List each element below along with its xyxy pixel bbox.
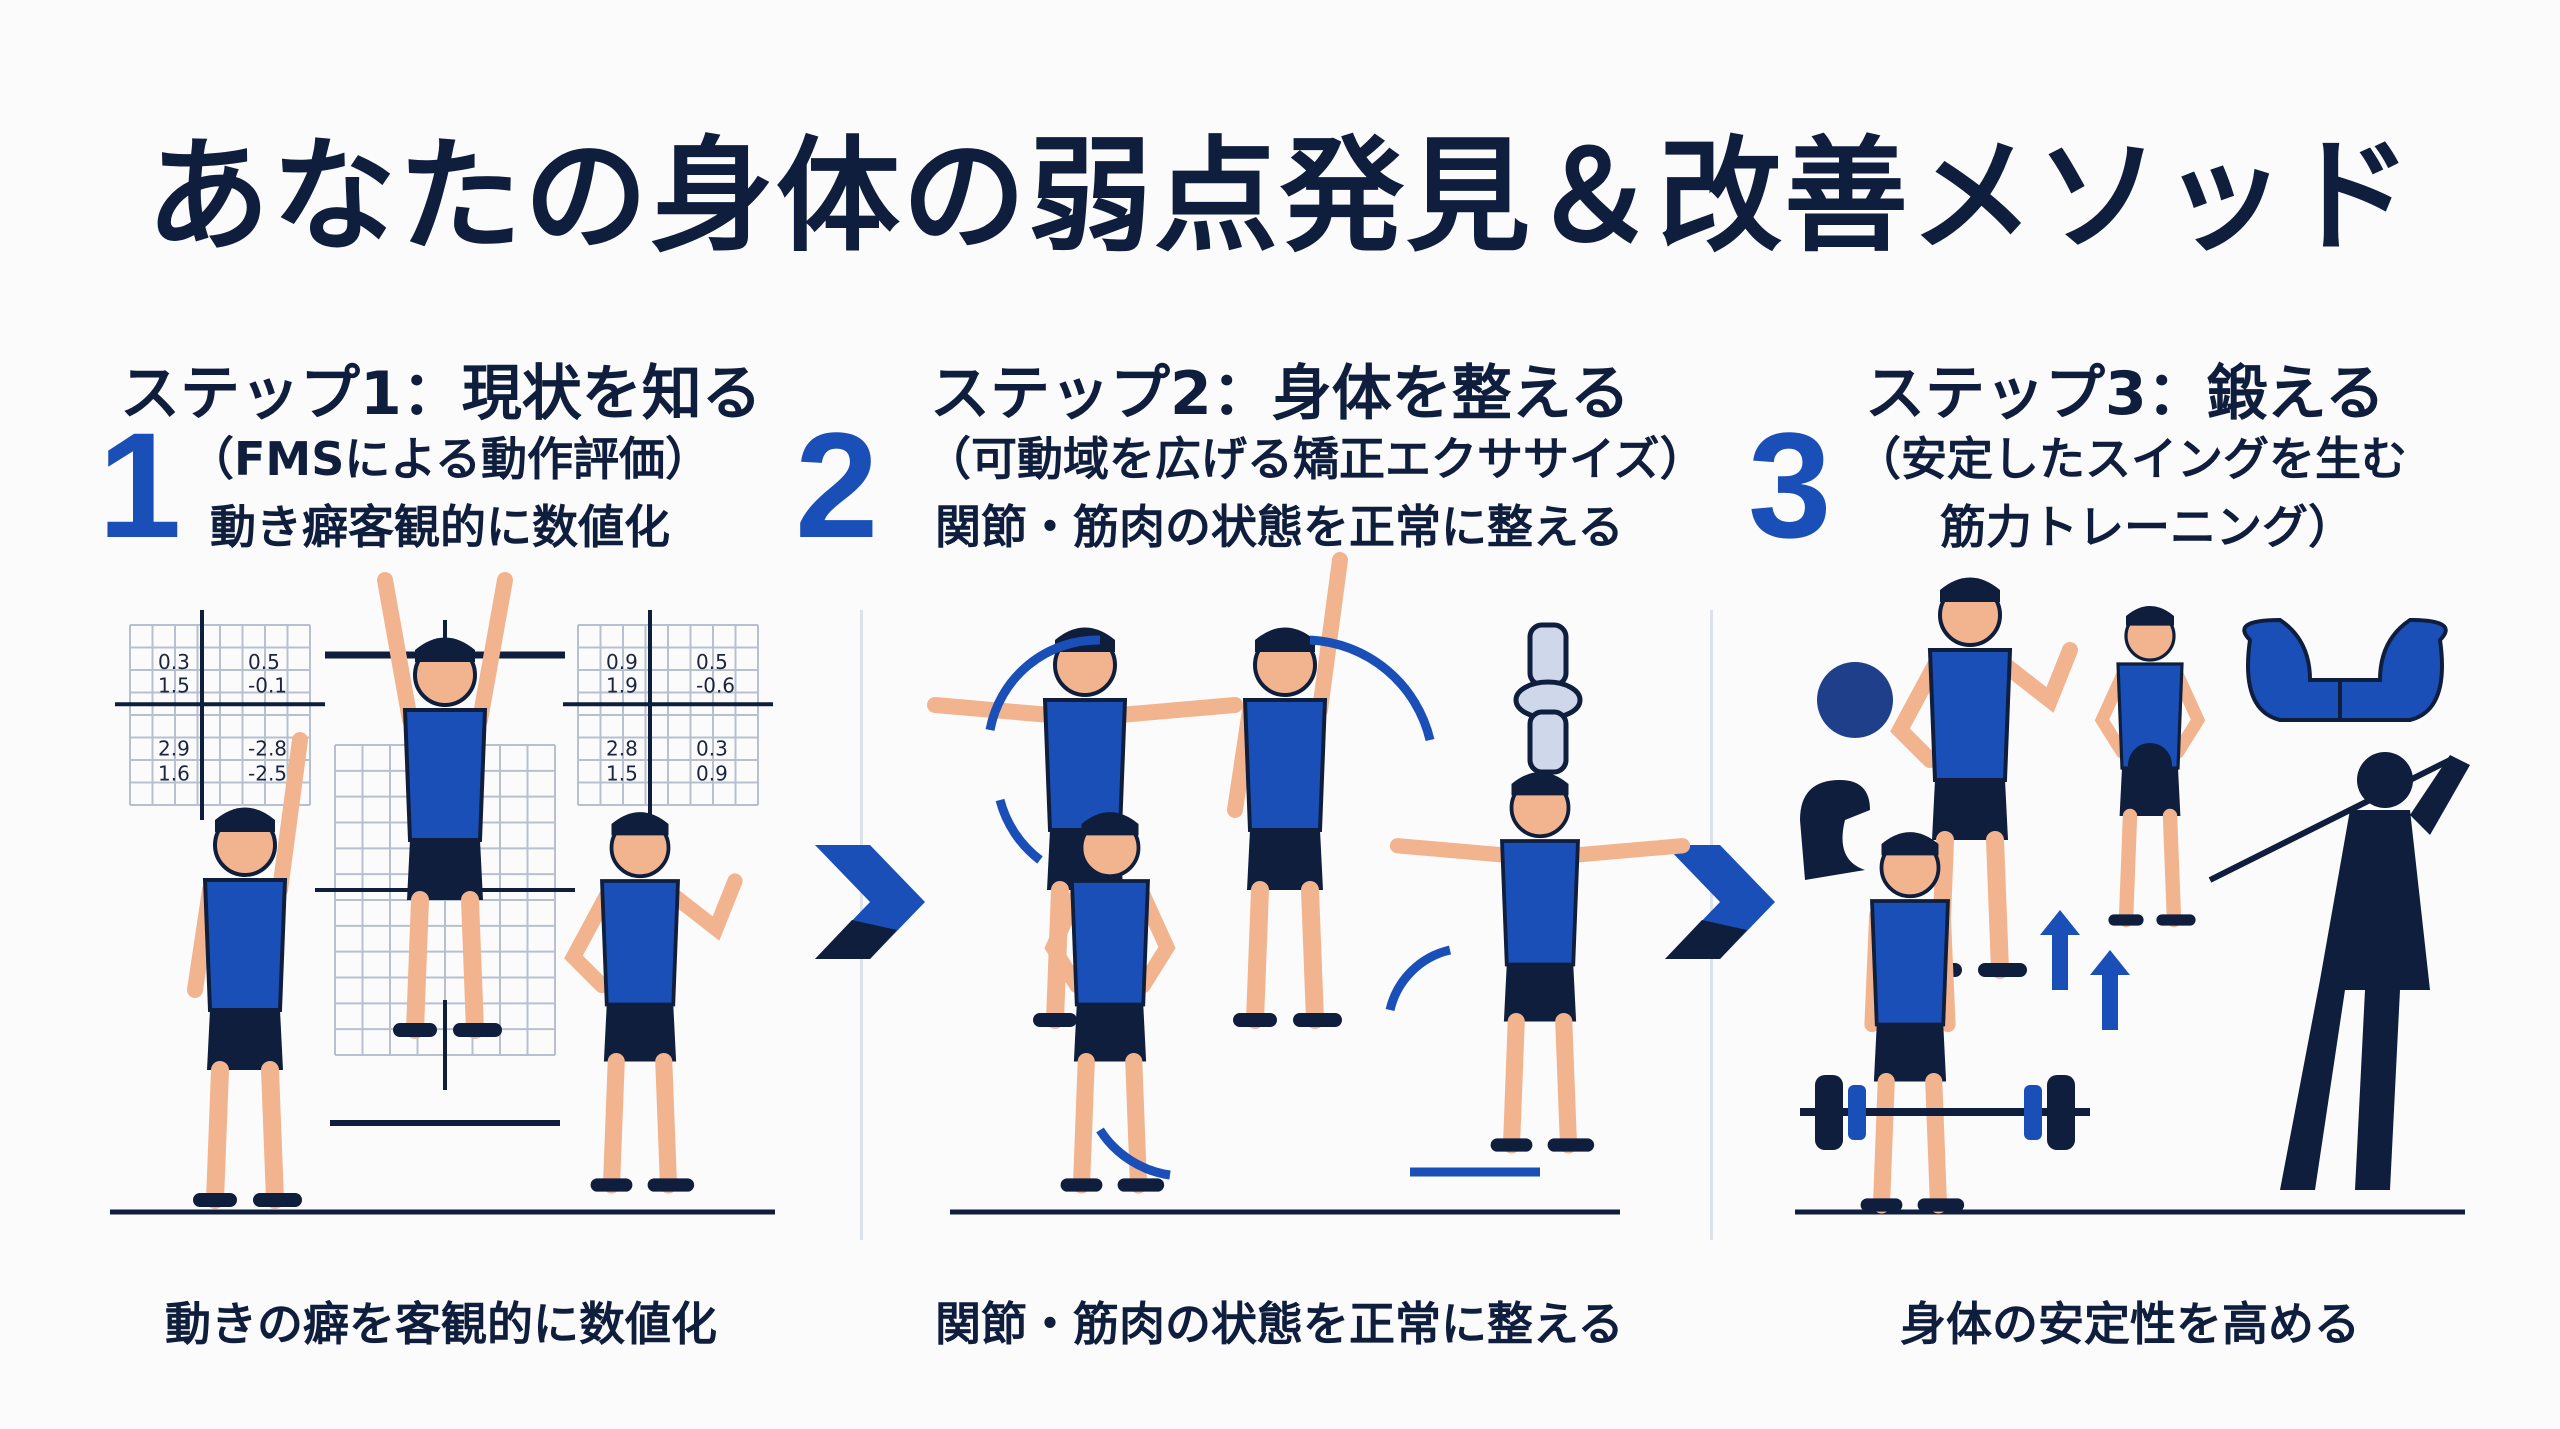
person-figure [1890, 577, 2078, 979]
step1-number: 1 [98, 401, 182, 569]
fms-grid-left: 0.3 0.5 1.5 -0.1 2.9 -2.8 1.6 -2.5 [115, 610, 325, 820]
step3-heading: ステップ3：鍛える [1865, 359, 2385, 429]
step2-subtitle-1: （可動域を広げる矯正エクササイズ） [925, 432, 1706, 486]
muscle-flex-icon [1800, 780, 1870, 880]
person-figure [187, 732, 308, 1209]
grid-value: -0.1 [248, 673, 287, 697]
step3-subtitle-2: 筋力トレーニング） [1940, 500, 2354, 554]
person-figure [564, 812, 743, 1194]
grid-value: 1.5 [158, 673, 190, 697]
person-figure [377, 572, 513, 1039]
person-figure [1044, 812, 1176, 1194]
medicine-ball-icon [1817, 662, 2172, 787]
grid-value: 0.5 [248, 650, 280, 674]
grid-value: -2.5 [248, 762, 287, 786]
person-figure [1227, 552, 1348, 1029]
grid-value: 1.6 [158, 762, 190, 786]
grid-value: 1.9 [606, 673, 638, 697]
chevron-right-icon [815, 845, 925, 959]
step2-caption: 関節・筋肉の状態を正常に整える [935, 1297, 1624, 1351]
step2-heading: ステップ2：身体を整える [930, 359, 1630, 429]
chevron-right-icon [1665, 845, 1775, 959]
step3-number: 3 [1748, 401, 1832, 569]
golf-swing-icon [2208, 752, 2470, 1190]
step2-subtitle-2: 関節・筋肉の状態を正常に整える [935, 500, 1624, 554]
grid-value: -2.8 [248, 736, 287, 760]
up-arrows-icon [2040, 910, 2130, 1030]
step1-subtitle-1: （FMSによる動作評価） [188, 432, 711, 486]
step3-subtitle-1: （安定したスイングを生む [1855, 432, 2407, 486]
step1-heading: ステップ1：現状を知る [120, 359, 762, 429]
grid-value: 0.9 [606, 650, 638, 674]
grid-value: 0.5 [696, 650, 728, 674]
fms-grid-right: 0.9 0.5 1.9 -0.6 2.8 0.3 1.5 0.9 [563, 610, 773, 820]
page-title: あなたの身体の弱点発見＆改善メソッド [145, 125, 2414, 269]
muscle-flex-icon [2242, 617, 2448, 722]
person-figure [2094, 606, 2206, 928]
grid-value: -0.6 [696, 673, 735, 697]
grid-value: 1.5 [606, 762, 638, 786]
step3-caption: 身体の安定性を高める [1900, 1297, 2360, 1351]
measurement-grid [315, 620, 575, 1126]
dumbbell-barbell-icon [1800, 1075, 2090, 1150]
step1-subtitle-2: 動き癖客観的に数値化 [210, 500, 670, 554]
grid-value: 0.9 [696, 762, 728, 786]
step1-caption: 動きの癖を客観的に数値化 [165, 1297, 717, 1351]
grid-value: 2.9 [158, 736, 190, 760]
grid-value: 0.3 [696, 736, 728, 760]
grid-value: 0.3 [158, 650, 190, 674]
knee-joint-icon [1513, 622, 1583, 775]
rotation-arrow-icon [985, 635, 1540, 1180]
person-figure [1860, 832, 1965, 1214]
person-figure [1389, 772, 1691, 1154]
grid-value: 2.8 [606, 736, 638, 760]
step2-number: 2 [795, 401, 879, 569]
